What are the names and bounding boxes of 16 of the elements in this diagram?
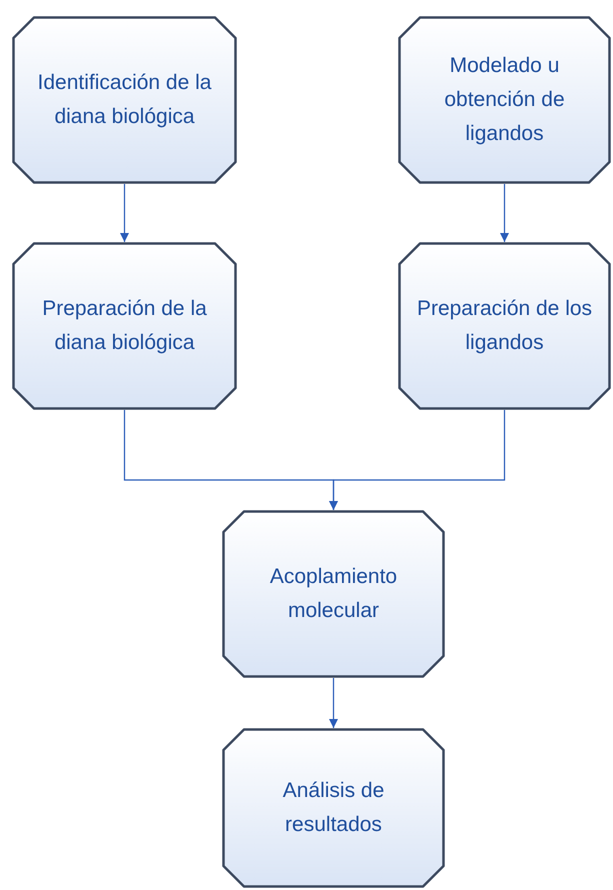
- process-box: [222, 728, 445, 888]
- box-label: Identificación de la diana biológica: [36, 70, 212, 130]
- box-label: Acoplamiento molecular: [268, 564, 398, 624]
- box-label: Análisis de resultados: [282, 778, 386, 838]
- box-label: Preparación de la diana biológica: [41, 296, 208, 356]
- process-box: [222, 510, 445, 678]
- process-box: [398, 242, 611, 410]
- process-box: [398, 16, 611, 184]
- box-label: Modelado u obtención de ligandos: [443, 53, 566, 147]
- arrow: [120, 184, 129, 242]
- arrow: [329, 678, 338, 728]
- process-box: [12, 16, 237, 184]
- process-box: [12, 242, 237, 410]
- arrow: [500, 184, 509, 242]
- box-label: Preparación de los ligandos: [416, 296, 594, 356]
- arrow: [329, 410, 506, 510]
